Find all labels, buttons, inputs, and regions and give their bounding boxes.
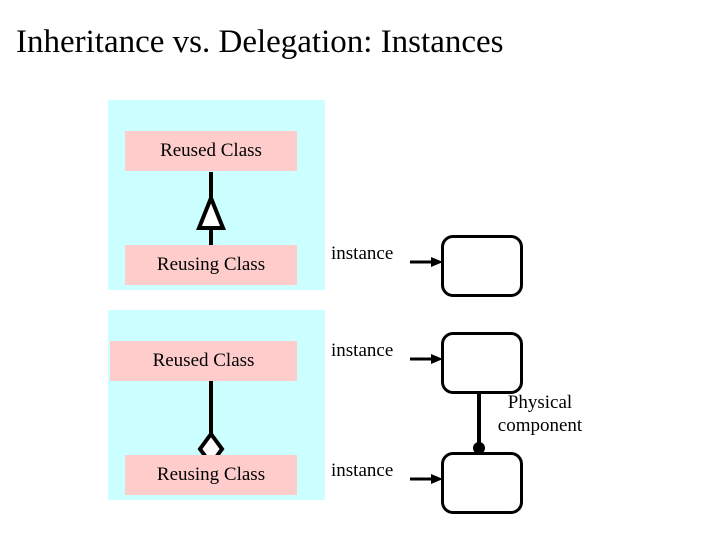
- physical-component-caption: Physical component: [497, 392, 583, 436]
- instance-label-inheritance: instance: [331, 243, 394, 264]
- instance-box-inheritance: [441, 235, 523, 297]
- instance-label-delegation-lower: instance: [331, 460, 394, 481]
- instance-box-delegation-upper: [441, 332, 523, 394]
- class-box-reusing-inheritance: Reusing Class: [125, 245, 297, 285]
- class-box-reused-inheritance: Reused Class: [125, 131, 297, 171]
- page-title: Inheritance vs. Delegation: Instances: [16, 24, 504, 60]
- instance-box-delegation-lower: [441, 452, 523, 514]
- class-box-reusing-delegation: Reusing Class: [125, 455, 297, 495]
- instance-label-delegation-upper: instance: [331, 340, 394, 361]
- class-box-reused-delegation: Reused Class: [110, 341, 297, 381]
